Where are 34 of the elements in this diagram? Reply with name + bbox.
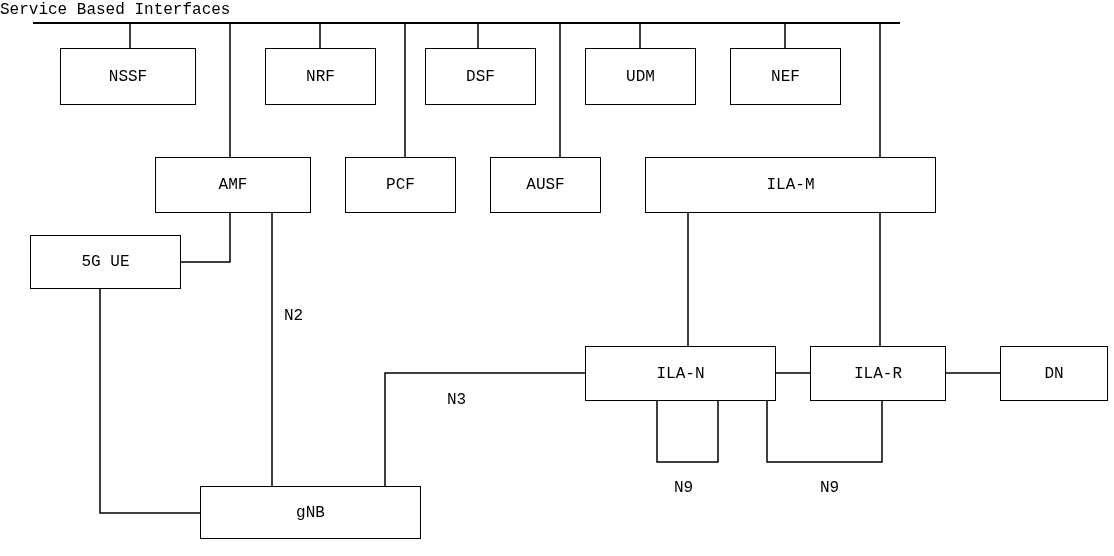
function-box: AUSF bbox=[490, 157, 601, 213]
function-box: NSSF bbox=[60, 48, 196, 105]
connector-line bbox=[384, 372, 586, 487]
function-box: ILA-N bbox=[585, 346, 776, 401]
connector-line bbox=[129, 23, 131, 49]
connector-line bbox=[271, 212, 273, 487]
connector-line bbox=[656, 400, 719, 463]
connector-line bbox=[99, 288, 201, 514]
connector-line bbox=[639, 23, 641, 49]
function-box: DSF bbox=[425, 48, 536, 105]
connector-line bbox=[945, 372, 1001, 374]
function-box: NRF bbox=[265, 48, 376, 105]
function-box: PCF bbox=[345, 157, 456, 213]
connector-line bbox=[229, 23, 231, 158]
function-box: AMF bbox=[155, 157, 311, 213]
connector-line bbox=[879, 23, 881, 158]
function-box: ILA-M bbox=[645, 157, 936, 213]
connector-line bbox=[477, 23, 479, 49]
function-box: DN bbox=[1000, 346, 1108, 401]
connector-line bbox=[766, 400, 883, 463]
connector-line bbox=[404, 23, 406, 158]
function-box: ILA-R bbox=[810, 346, 946, 401]
function-box: gNB bbox=[200, 486, 421, 539]
function-box: NEF bbox=[730, 48, 841, 105]
function-box: 5G UE bbox=[30, 235, 181, 289]
bus-label: Service Based Interfaces bbox=[0, 2, 231, 18]
connector-line bbox=[784, 23, 786, 49]
connector-line bbox=[687, 212, 689, 347]
function-box: UDM bbox=[585, 48, 696, 105]
connector-line bbox=[180, 212, 231, 263]
connector-line bbox=[879, 212, 881, 347]
connector-line bbox=[319, 23, 321, 49]
connector-line bbox=[559, 23, 561, 158]
connector-line bbox=[775, 372, 811, 374]
